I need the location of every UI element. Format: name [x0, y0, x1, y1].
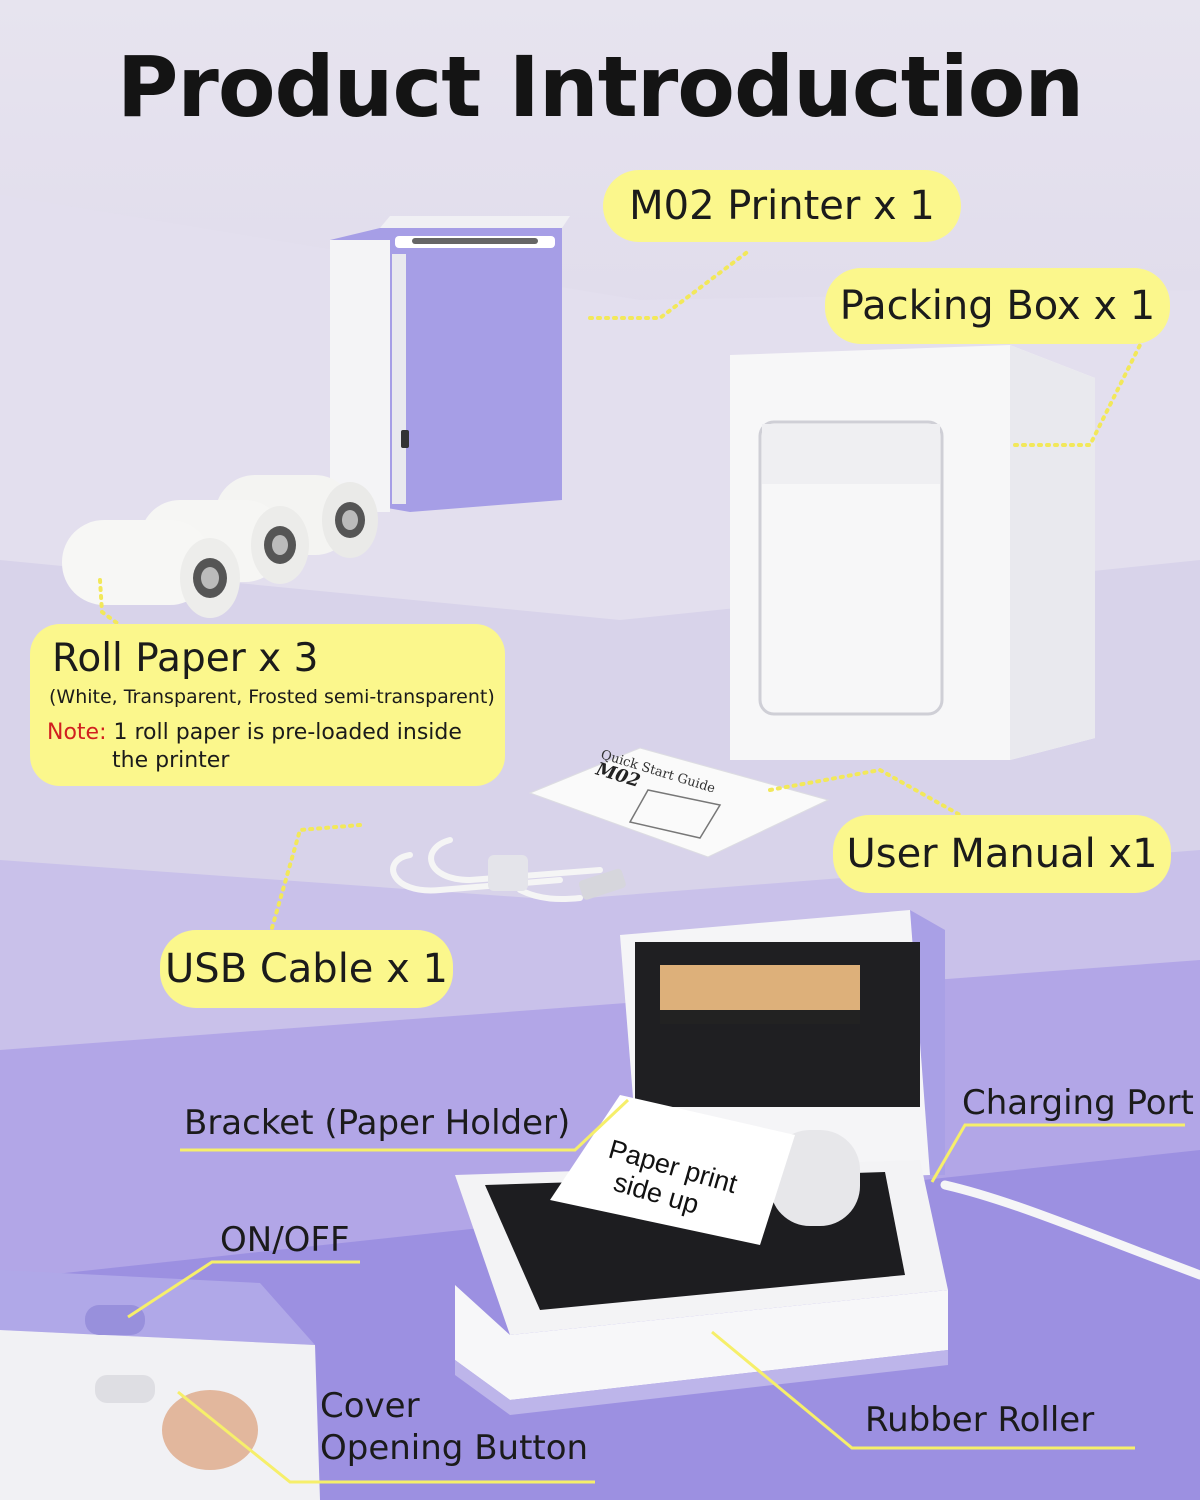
label-printer: M02 Printer x 1 — [603, 170, 961, 242]
label-bracket: Bracket (Paper Holder) — [184, 1103, 571, 1143]
closeup-image — [0, 1270, 320, 1500]
label-charging-port: Charging Port — [962, 1083, 1194, 1123]
usb-cable-image — [390, 837, 603, 902]
label-packing-box: Packing Box x 1 — [825, 268, 1170, 344]
roll-paper-title: Roll Paper x 3 — [52, 636, 319, 681]
roll-paper-card: Roll Paper x 3 (White, Transparent, Fros… — [30, 624, 505, 786]
printer-image — [330, 216, 570, 512]
usb-cable-clip — [488, 855, 528, 891]
label-rubber-roller: Rubber Roller — [865, 1400, 1095, 1440]
label-cover-line2: Opening Button — [320, 1428, 589, 1468]
label-cover-line1: Cover — [320, 1386, 420, 1426]
open-printer-image — [455, 910, 948, 1415]
label-user-manual: User Manual x1 — [833, 815, 1171, 893]
label-on-off: ON/OFF — [220, 1220, 350, 1260]
packing-box-image — [730, 345, 1095, 760]
roll-paper-note: Note: 1 roll paper is pre-loaded inside — [47, 720, 462, 745]
roll-paper-types: (White, Transparent, Frosted semi-transp… — [49, 686, 495, 708]
usb-a-connector — [578, 868, 626, 900]
label-usb-cable: USB Cable x 1 — [160, 930, 453, 1008]
user-manual-image — [528, 747, 830, 858]
roll-papers-image — [62, 475, 378, 618]
roll-paper-note-line2: the printer — [112, 748, 230, 773]
page-title: Product Introduction — [116, 38, 1084, 136]
note-label: Note: — [47, 720, 107, 745]
note-text: 1 roll paper is pre-loaded inside — [106, 720, 462, 745]
solid-leaders — [127, 1098, 1185, 1484]
charging-cable — [940, 1180, 1200, 1280]
